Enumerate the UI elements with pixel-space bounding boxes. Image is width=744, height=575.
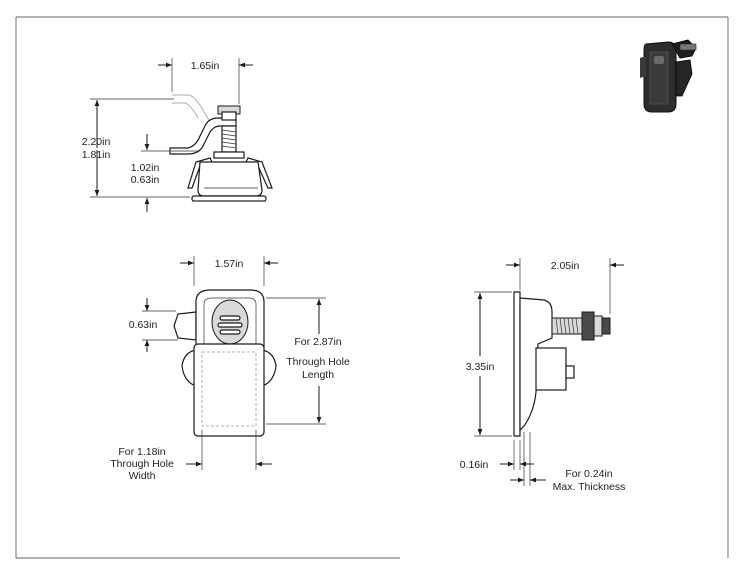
front-view-body <box>193 343 265 437</box>
top-width-label: 1.65in <box>191 60 220 72</box>
top-view: 1.65in 2.20in 1.81in 1.02in 0.63in <box>82 58 273 212</box>
front-width-label: 1.57in <box>215 258 244 270</box>
front-hole-length-label-2: Through Hole <box>286 356 350 368</box>
top-grip-min-label: 0.63in <box>131 174 160 186</box>
front-view-right-clip <box>261 349 277 387</box>
side-thickness-label-1: For 0.24in <box>565 468 612 480</box>
side-depth-label: 2.05in <box>551 260 580 272</box>
top-height-max-label: 2.20in <box>82 136 111 148</box>
top-height-min-label: 1.81in <box>82 149 111 161</box>
side-height-label: 3.35in <box>466 361 495 373</box>
front-hole-width-label-3: Width <box>129 470 156 482</box>
side-flange-label: 0.16in <box>460 459 489 471</box>
side-view-nut <box>581 311 595 341</box>
front-view-tab <box>173 311 197 341</box>
front-hole-width-label-2: Through Hole <box>110 458 174 470</box>
side-view-lower-block <box>535 347 567 391</box>
front-view: 1.57in 0.63in For 2.87in Through Hole Le… <box>110 256 350 482</box>
top-grip-max-label: 1.02in <box>131 162 160 174</box>
side-view: 2.05in 3.35in 0.16in For 0.24in Max. Thi… <box>460 258 626 493</box>
top-view-housing <box>197 161 263 197</box>
front-hole-width-label-1: For 1.18in <box>118 446 165 458</box>
front-view-cam <box>211 299 249 345</box>
latch-photo-icon <box>640 39 697 113</box>
side-view-flange <box>513 291 521 437</box>
side-thickness-label-2: Max. Thickness <box>553 481 626 493</box>
sheet-border <box>15 16 729 559</box>
top-view-arm-ghost <box>172 94 211 123</box>
front-hole-length-label-3: Length <box>302 369 334 381</box>
front-offset-label: 0.63in <box>129 319 158 331</box>
front-view-left-clip <box>181 349 197 387</box>
top-view-flange <box>191 195 267 202</box>
front-hole-length-label-1: For 2.87in <box>294 336 341 348</box>
